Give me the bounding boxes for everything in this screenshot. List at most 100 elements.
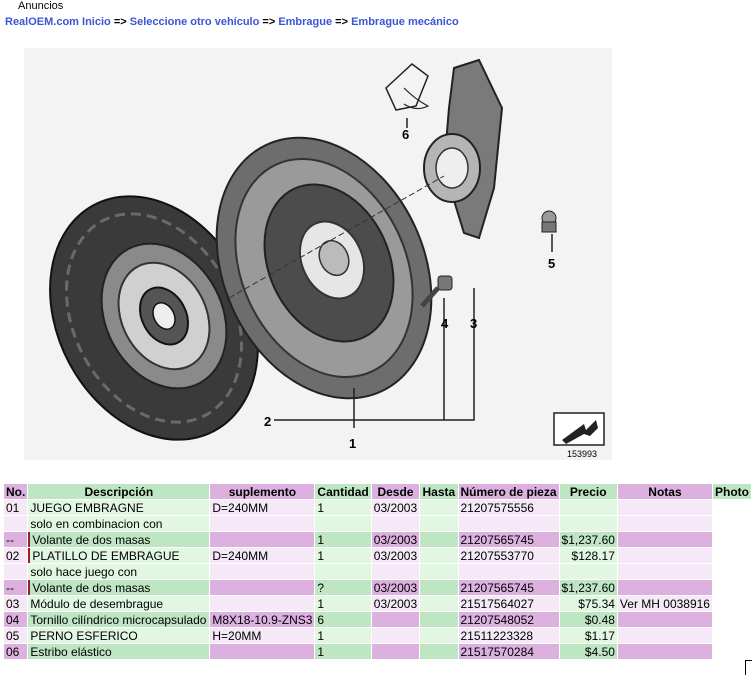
cell-notes [617, 500, 712, 515]
cell-part-number[interactable]: 21207553770 [458, 548, 559, 563]
cell-price: $1.17 [559, 628, 617, 643]
cell-quantity: 1 [315, 500, 371, 515]
cell-photo [713, 612, 751, 627]
cell-no: 03 [4, 596, 28, 611]
cell-part-number[interactable]: 21207565745 [458, 580, 559, 595]
cell-supplement [210, 516, 315, 531]
cell-to [420, 628, 458, 643]
table-row[interactable]: 01 JUEGO EMBRAGNE D=240MM 1 03/2003 2120… [4, 500, 751, 515]
cell-supplement [210, 580, 315, 595]
cell-no: 02 [4, 548, 28, 563]
spring-clip-illustration [385, 63, 430, 111]
cell-no: -- [4, 580, 28, 595]
cell-price: $75.34 [559, 596, 617, 611]
table-row[interactable]: 05 PERNO ESFERICO H=20MM 1 21511223328 $… [4, 628, 751, 643]
cell-price [559, 516, 617, 531]
cell-notes[interactable]: Ver MH 0038916 [617, 596, 712, 611]
cell-no [4, 564, 28, 579]
ads-label: Anuncios [18, 0, 64, 12]
header-from: Desde [371, 484, 420, 499]
cell-quantity [315, 516, 371, 531]
cell-price [559, 564, 617, 579]
cell-from [371, 644, 420, 659]
table-row: solo en combinacion con [4, 516, 751, 531]
cell-part-number[interactable]: 21511223328 [458, 628, 559, 643]
cell-description: Estribo elástico [28, 644, 210, 659]
cell-photo [713, 516, 751, 531]
cell-description: solo hace juego con [28, 564, 210, 579]
cell-no: 06 [4, 644, 28, 659]
cell-from: 03/2003 [371, 580, 420, 595]
cell-to [420, 500, 458, 515]
cell-from [371, 516, 420, 531]
cell-price: $4.50 [559, 644, 617, 659]
cell-part-number[interactable]: 21207575556 [458, 500, 559, 515]
callout-4: 4 [441, 316, 449, 331]
cell-photo [713, 628, 751, 643]
cell-photo [713, 500, 751, 515]
cell-quantity: ? [315, 580, 371, 595]
cell-part-number[interactable]: 21207548052 [458, 612, 559, 627]
cell-part-number[interactable]: 21517564027 [458, 596, 559, 611]
cell-price: $0.48 [559, 612, 617, 627]
cell-quantity: 1 [315, 548, 371, 563]
cell-photo [713, 644, 751, 659]
cell-supplement: H=20MM [210, 628, 315, 643]
table-row[interactable]: -- Volante de dos masas ? 03/2003 212075… [4, 580, 751, 595]
cell-from [371, 612, 420, 627]
callout-6: 6 [402, 127, 409, 142]
cell-supplement [210, 564, 315, 579]
cell-no: 05 [4, 628, 28, 643]
cell-description: Volante de dos masas [28, 532, 210, 547]
cell-to [420, 644, 458, 659]
diagram-id-box [553, 412, 605, 446]
table-row[interactable]: 03 Módulo de desembrague 1 03/2003 21517… [4, 596, 751, 611]
breadcrumb: RealOEM.com Inicio => Seleccione otro ve… [5, 16, 459, 28]
cell-notes [617, 564, 712, 579]
cell-description: PERNO ESFERICO [28, 628, 210, 643]
cell-description: Volante de dos masas [28, 580, 210, 595]
cell-part-number[interactable]: 21207565745 [458, 532, 559, 547]
cell-part-number[interactable]: 21517570284 [458, 644, 559, 659]
cell-to [420, 516, 458, 531]
breadcrumb-home-link[interactable]: RealOEM.com Inicio [5, 16, 111, 28]
cell-notes [617, 644, 712, 659]
cell-from: 03/2003 [371, 500, 420, 515]
breadcrumb-clutch-link[interactable]: Embrague [278, 16, 333, 28]
cell-quantity: 6 [315, 612, 371, 627]
breadcrumb-mechanical-clutch-link[interactable]: Embrague mecánico [351, 16, 459, 28]
cell-notes [617, 516, 712, 531]
release-module-illustration [423, 58, 504, 240]
cell-supplement: D=240MM [210, 548, 315, 563]
cell-description: Módulo de desembrague [28, 596, 210, 611]
cell-to [420, 612, 458, 627]
callout-5: 5 [548, 256, 555, 271]
cell-from: 03/2003 [371, 596, 420, 611]
cell-notes [617, 612, 712, 627]
cell-no [4, 516, 28, 531]
callout-3: 3 [470, 316, 477, 331]
table-row[interactable]: 02 PLATILLO DE EMBRAGUE D=240MM 1 03/200… [4, 548, 751, 563]
cell-quantity: 1 [315, 532, 371, 547]
table-row: solo hace juego con [4, 564, 751, 579]
table-row[interactable]: -- Volante de dos masas 1 03/2003 212075… [4, 532, 751, 547]
cell-photo [713, 548, 751, 563]
cell-price: $128.17 [559, 548, 617, 563]
table-row[interactable]: 06 Estribo elástico 1 21517570284 $4.50 [4, 644, 751, 659]
cell-quantity: 1 [315, 596, 371, 611]
cell-to [420, 548, 458, 563]
header-no: No. [4, 484, 28, 499]
header-to: Hasta [420, 484, 458, 499]
breadcrumb-select-vehicle-link[interactable]: Seleccione otro vehículo [129, 16, 260, 28]
cell-quantity: 1 [315, 628, 371, 643]
page-corner-marker [745, 660, 752, 675]
cell-supplement [210, 532, 315, 547]
table-row[interactable]: 04 Tornillo cilíndrico microcapsulado M8… [4, 612, 751, 627]
header-photo: Photo [712, 484, 751, 499]
cell-no: -- [4, 532, 28, 547]
parts-diagram[interactable]: 1 2 3 4 5 6 153993 [24, 48, 612, 460]
cell-description: Tornillo cilíndrico microcapsulado [28, 612, 210, 627]
callout-2: 2 [264, 414, 271, 429]
cell-description: JUEGO EMBRAGNE [28, 500, 210, 515]
cell-notes [617, 548, 712, 563]
